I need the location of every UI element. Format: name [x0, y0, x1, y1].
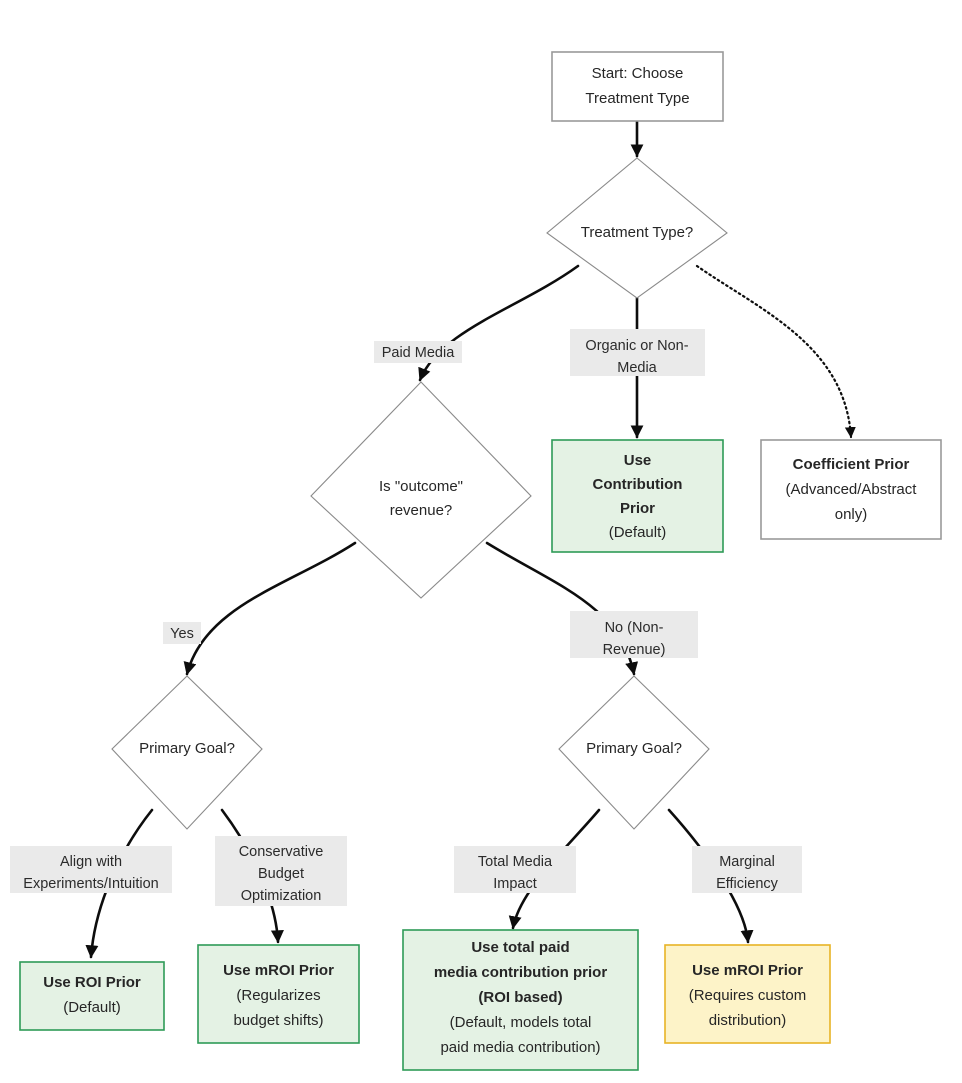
edge-label-yes: Yes	[163, 622, 201, 644]
node-start-line-1: Start: Choose	[592, 65, 684, 82]
edge-label-organic-line-2: Media	[617, 360, 657, 376]
node-coefficient-prior-line-2: (Advanced/Abstract	[786, 481, 918, 498]
node-roi-prior-line-1: Use ROI Prior	[43, 974, 141, 991]
edge-label-conservative-budget-optimization: Conservative Budget Optimization	[215, 836, 347, 906]
edge-label-total-media-impact: Total Media Impact	[454, 846, 576, 893]
node-start[interactable]: Start: Choose Treatment Type	[551, 51, 724, 122]
node-coefficient-prior-line-3: only)	[835, 506, 868, 523]
node-mroi-prior-regularizes[interactable]: Use mROI Prior (Regularizes budget shift…	[197, 944, 360, 1044]
node-contribution-prior-line-1: Use	[624, 452, 652, 469]
node-coefficient-prior[interactable]: Coefficient Prior (Advanced/Abstract onl…	[760, 439, 942, 540]
node-contribution-prior-line-4: (Default)	[609, 524, 667, 541]
node-roi-prior[interactable]: Use ROI Prior (Default)	[19, 961, 165, 1031]
node-contribution-prior[interactable]: Use Contribution Prior (Default)	[551, 439, 724, 553]
node-mroi-custom-line-3: distribution)	[709, 1012, 787, 1029]
edge-label-total-media-line-2: Impact	[493, 876, 537, 892]
node-coefficient-prior-line-1: Coefficient Prior	[793, 456, 910, 473]
node-mroi-custom-line-1: Use mROI Prior	[692, 962, 803, 979]
edge-label-yes-line-1: Yes	[170, 626, 194, 642]
node-total-paid-line-5: paid media contribution)	[440, 1039, 600, 1056]
node-mroi-reg-line-3: budget shifts)	[233, 1012, 323, 1029]
node-mroi-reg-line-1: Use mROI Prior	[223, 962, 334, 979]
node-outcome-revenue-line-1: Is "outcome"	[379, 478, 463, 495]
node-total-paid-media-prior[interactable]: Use total paid media contribution prior …	[402, 929, 639, 1071]
edge-label-marginal-line-2: Efficiency	[716, 876, 779, 892]
edge-label-align-with-experiments: Align with Experiments/Intuition	[10, 846, 172, 893]
edge-label-marginal-efficiency: Marginal Efficiency	[692, 846, 802, 893]
edge-label-marginal-line-1: Marginal	[719, 854, 775, 870]
edge-label-align-line-1: Align with	[60, 854, 122, 870]
edge-label-conservative-line-3: Optimization	[241, 888, 322, 904]
node-outcome-revenue[interactable]: Is "outcome" revenue?	[310, 381, 532, 599]
edge-label-total-media-line-1: Total Media	[478, 854, 553, 870]
edge-label-paid-media-line-1: Paid Media	[382, 345, 455, 361]
node-outcome-revenue-line-2: revenue?	[390, 502, 453, 519]
edge-label-no-non-revenue: No (Non- Revenue)	[570, 611, 698, 658]
edge-outcome-revenue-to-primary-goal-left	[183, 541, 357, 676]
edge-label-align-line-2: Experiments/Intuition	[23, 876, 158, 892]
edge-label-organic-or-non-media: Organic or Non- Media	[570, 329, 705, 376]
node-mroi-custom-line-2: (Requires custom	[689, 987, 807, 1004]
edge-label-conservative-line-2: Budget	[258, 866, 304, 882]
node-contribution-prior-line-3: Prior	[620, 500, 655, 517]
node-mroi-prior-custom[interactable]: Use mROI Prior (Requires custom distribu…	[664, 944, 831, 1044]
edge-label-conservative-line-1: Conservative	[239, 844, 324, 860]
edge-treatment-type-to-coefficient-prior	[695, 264, 856, 439]
node-total-paid-line-1: Use total paid	[471, 939, 569, 956]
edge-label-paid-media: Paid Media	[374, 341, 462, 363]
node-total-paid-line-2: media contribution prior	[434, 964, 607, 981]
node-total-paid-line-3: (ROI based)	[478, 989, 562, 1006]
node-total-paid-line-4: (Default, models total	[450, 1014, 592, 1031]
edge-label-no-line-2: Revenue)	[603, 642, 666, 658]
node-primary-goal-left[interactable]: Primary Goal?	[111, 675, 263, 830]
node-treatment-type[interactable]: Treatment Type?	[546, 157, 728, 299]
node-roi-prior-line-2: (Default)	[63, 999, 121, 1016]
node-primary-goal-right[interactable]: Primary Goal?	[558, 675, 710, 830]
node-start-line-2: Treatment Type	[585, 90, 689, 107]
node-mroi-reg-line-2: (Regularizes	[236, 987, 320, 1004]
node-treatment-type-label: Treatment Type?	[581, 224, 694, 241]
node-contribution-prior-line-2: Contribution	[593, 476, 683, 493]
edge-label-organic-line-1: Organic or Non-	[585, 338, 688, 354]
edge-label-no-line-1: No (Non-	[605, 620, 664, 636]
node-primary-goal-left-label: Primary Goal?	[139, 740, 235, 757]
node-primary-goal-right-label: Primary Goal?	[586, 740, 682, 757]
